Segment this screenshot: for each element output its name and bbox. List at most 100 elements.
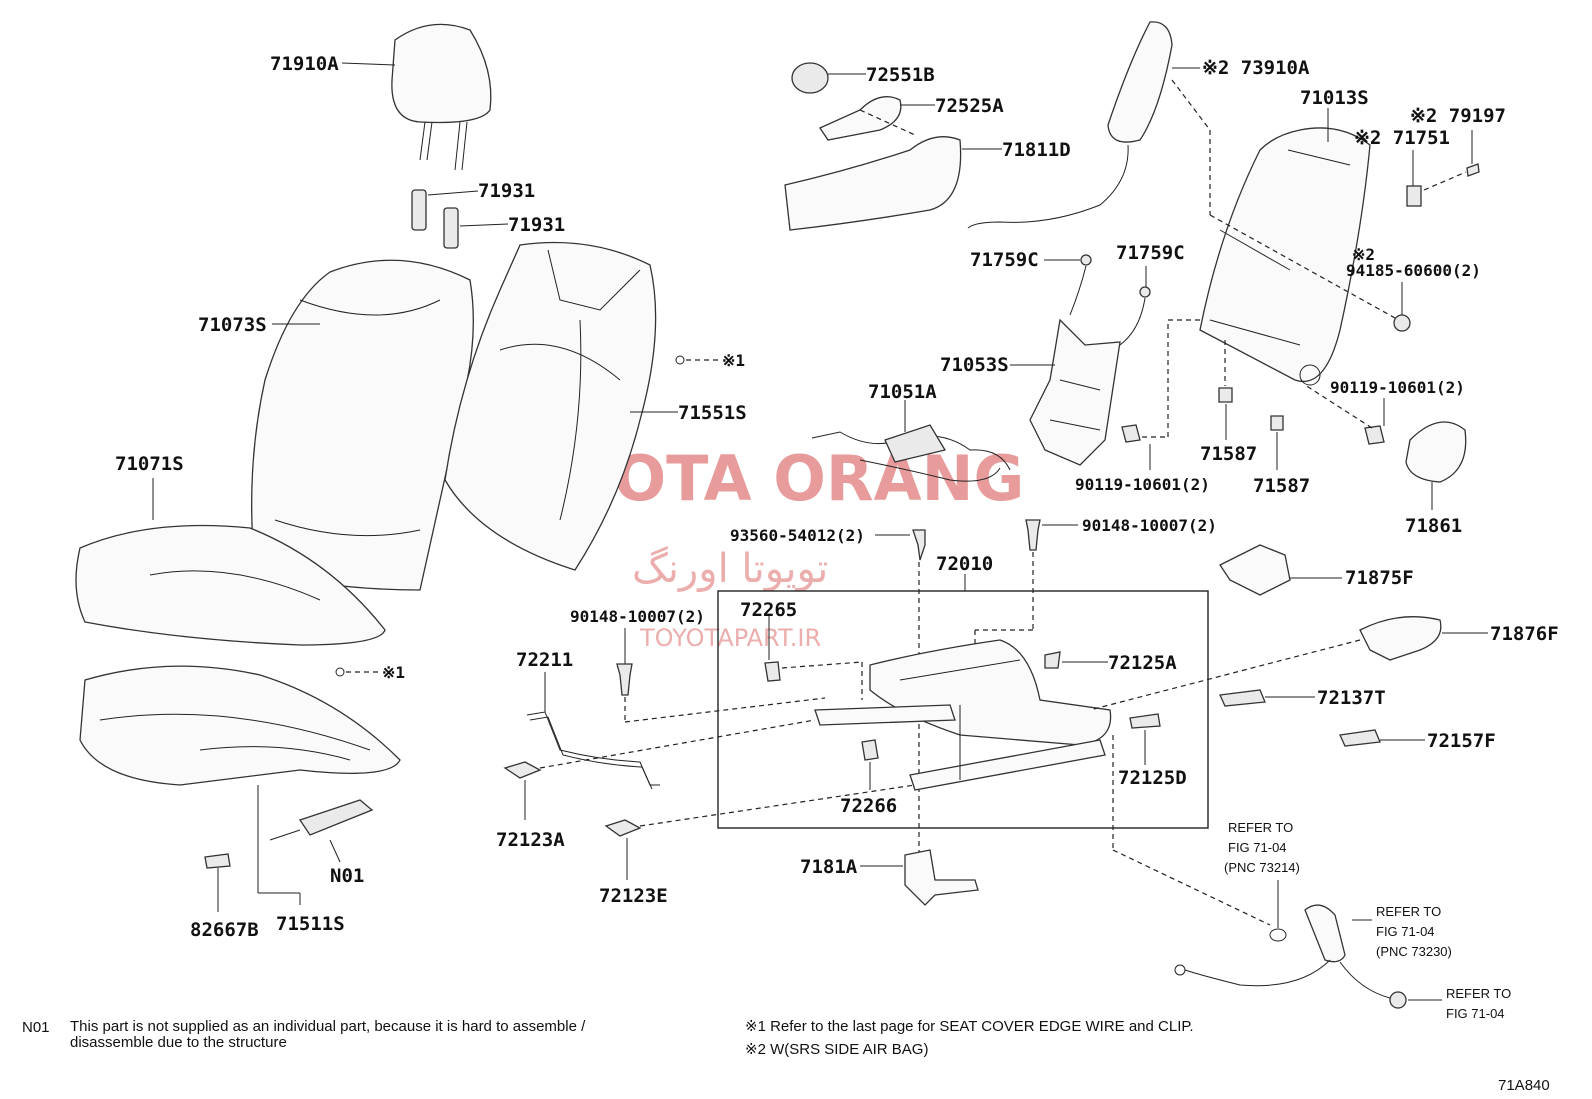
- cover-71876F-part: [1359, 616, 1442, 661]
- refer-1-line3: (PNC 73214): [1224, 860, 1300, 875]
- clip-71751-part: [1406, 185, 1422, 207]
- screw-93560-part: [912, 529, 926, 561]
- label-clip-lower: ※1: [382, 663, 405, 682]
- label-71511S: 71511S: [276, 913, 345, 935]
- bolt-90148-right-part: [1025, 519, 1041, 551]
- cap-72551B-part: [791, 62, 829, 94]
- seatback-frame-part: [1199, 127, 1371, 386]
- label-N01: N01: [330, 865, 364, 887]
- seatback-cover-part: [251, 259, 474, 591]
- label-72123E: 72123E: [599, 885, 668, 907]
- clip-72123A-part: [503, 761, 542, 779]
- wire-harness-part: [811, 424, 1011, 482]
- label-72551B: 72551B: [866, 64, 935, 86]
- part-72125A: [1044, 651, 1061, 669]
- label-71931-upper: 71931: [478, 180, 535, 202]
- label-71875F: 71875F: [1345, 567, 1414, 589]
- cushion-pad-part: [79, 665, 401, 786]
- watermark-persian: تویوتا اورنگ: [632, 546, 828, 592]
- label-71053S: 71053S: [940, 354, 1009, 376]
- cover-72137T-part: [1219, 689, 1266, 707]
- refer-2-line3: (PNC 73230): [1376, 944, 1452, 959]
- label-72525A: 72525A: [935, 95, 1004, 117]
- label-72265: 72265: [740, 599, 797, 621]
- clip-82667B-part: [204, 853, 231, 869]
- clip-71587-right-part: [1270, 415, 1284, 431]
- label-73910A: ※2 73910A: [1202, 57, 1310, 79]
- label-71759C-left: 71759C: [970, 249, 1039, 271]
- seat-track-frame-part: [814, 639, 1112, 791]
- figure-code: 71A840: [1498, 1077, 1550, 1094]
- anchor-part: [1389, 991, 1407, 1009]
- label-90148-right: 90148-10007(2): [1082, 516, 1217, 535]
- refer-3-line1: REFER TO: [1446, 986, 1511, 1001]
- clip-71587-left-part: [1218, 387, 1233, 403]
- label-79197: ※2 79197: [1410, 105, 1506, 127]
- label-72266: 72266: [840, 795, 897, 817]
- watermark-site: TOYOTAPART.IR: [639, 624, 821, 652]
- label-71073S: 71073S: [198, 314, 267, 336]
- armrest-71811D-part: [784, 136, 962, 231]
- airbag-73910A-part: [1107, 21, 1173, 143]
- buckle-part: [1174, 904, 1391, 999]
- label-71051A: 71051A: [868, 381, 937, 403]
- label-71861: 71861: [1405, 515, 1462, 537]
- label-71811D: 71811D: [1002, 139, 1071, 161]
- refer-1-line2: FIG 71-04: [1228, 840, 1287, 855]
- headrest-guide-part: [411, 189, 459, 249]
- lever-72525A-part: [819, 96, 902, 141]
- label-71759C-right: 71759C: [1116, 242, 1185, 264]
- cushion-cover-part: [75, 524, 386, 646]
- label-71931-lower: 71931: [508, 214, 565, 236]
- label-72125D: 72125D: [1118, 767, 1187, 789]
- note-n01-line2: disassemble due to the structure: [70, 1034, 287, 1051]
- seat-track-assembly-box: [717, 590, 1209, 829]
- label-90148-left: 90148-10007(2): [570, 607, 705, 626]
- note-airbag: ※2 W(SRS SIDE AIR BAG): [745, 1041, 928, 1058]
- label-71013S: 71013S: [1300, 87, 1369, 109]
- bracket-7181A-part: [904, 849, 979, 906]
- label-90119-left: 90119-10601(2): [1075, 475, 1210, 494]
- part-72265: [764, 661, 781, 682]
- label-94185: 94185-60600(2): [1346, 261, 1481, 280]
- label-72211: 72211: [516, 649, 573, 671]
- label-71910A: 71910A: [270, 53, 339, 75]
- seatback-pad-part: [444, 241, 657, 571]
- part-72125D: [1129, 713, 1161, 729]
- label-90119-right: 90119-10601(2): [1330, 378, 1465, 397]
- bolt-90119-right-part: [1364, 425, 1385, 445]
- n01-sensor-part: [269, 799, 374, 841]
- bolt-90148-left-part: [616, 663, 633, 696]
- cover-71861-part: [1405, 421, 1467, 483]
- pin-79197-part: [1466, 163, 1480, 177]
- label-71587-left: 71587: [1200, 443, 1257, 465]
- lumbar-support-part: [1029, 265, 1146, 466]
- label-93560: 93560-54012(2): [730, 526, 865, 545]
- note-n01-code: N01: [22, 1019, 50, 1036]
- refer-3-line2: FIG 71-04: [1446, 1006, 1505, 1021]
- label-71071S: 71071S: [115, 453, 184, 475]
- label-72125A: 72125A: [1108, 652, 1177, 674]
- label-94185-mark: ※2: [1352, 245, 1375, 264]
- refer-2-line2: FIG 71-04: [1376, 924, 1435, 939]
- grommet-part: [1269, 928, 1287, 942]
- rod-72211-part: [526, 711, 660, 790]
- cover-71875F-part: [1219, 544, 1291, 596]
- label-82667B: 82667B: [190, 919, 259, 941]
- label-clip-upper: ※1: [722, 351, 745, 370]
- part-72266: [861, 739, 879, 761]
- refer-1-line1: REFER TO: [1228, 820, 1293, 835]
- label-72123A: 72123A: [496, 829, 565, 851]
- label-71587-right: 71587: [1253, 475, 1310, 497]
- nut-94185-part: [1393, 314, 1411, 332]
- label-71751: ※2 71751: [1354, 127, 1450, 149]
- headrest-part: [391, 23, 492, 171]
- refer-2-line1: REFER TO: [1376, 904, 1441, 919]
- cover-72157F-part: [1339, 729, 1381, 747]
- note-n01-line1: This part is not supplied as an individu…: [70, 1018, 586, 1035]
- clip-72123E-part: [604, 819, 642, 837]
- label-72137T: 72137T: [1317, 687, 1386, 709]
- label-72010: 72010: [936, 553, 993, 575]
